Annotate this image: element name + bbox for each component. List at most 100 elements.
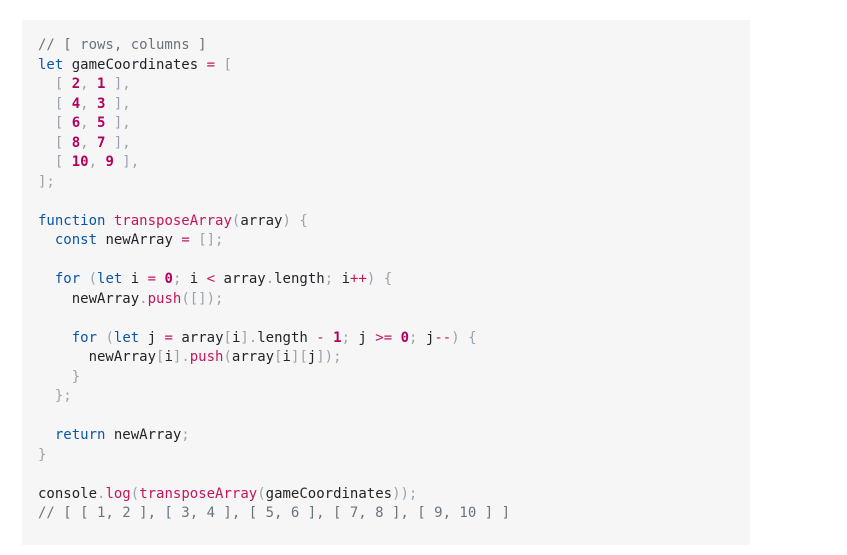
code-line: [ 6, 5 ], (38, 114, 750, 134)
code-line: function transposeArray(array) { (38, 212, 750, 232)
code-number: 0 (164, 271, 173, 287)
code-punctuation: [ (156, 349, 165, 365)
code-text (38, 271, 55, 287)
code-punctuation: . (139, 290, 148, 307)
code-punctuation: ; (172, 271, 182, 287)
code-punctuation: [ (274, 349, 283, 365)
code-keyword: let (113, 329, 140, 346)
code-text (38, 388, 55, 404)
code-punctuation: [ (54, 95, 72, 112)
code-keyword: return (54, 427, 106, 443)
code-number: 8 (71, 134, 81, 151)
code-punctuation: ) (366, 271, 376, 287)
code-text: console (38, 485, 98, 502)
code-text (38, 76, 55, 92)
code-text: j (417, 329, 435, 346)
code-number: 1 (97, 76, 106, 92)
code-text: i (164, 349, 173, 365)
code-number: 0 (400, 329, 410, 346)
code-function-name: push (147, 290, 182, 307)
code-line: const newArray = []; (38, 231, 750, 251)
code-line: // [ [ 1, 2 ], [ 3, 4 ], [ 5, 6 ], [ 7, … (38, 504, 750, 524)
code-line: [ 10, 9 ], (38, 153, 750, 173)
code-text: length (257, 329, 317, 346)
code-punctuation: ( (105, 329, 114, 346)
code-number: 4 (71, 95, 81, 112)
code-text (38, 154, 55, 170)
code-text (156, 271, 164, 287)
code-punctuation: { (383, 271, 393, 287)
code-punctuation: []; (198, 232, 224, 248)
code-punctuation: ; (324, 271, 334, 287)
code-line: }; (38, 387, 750, 407)
code-comment: // [ rows, columns ] (38, 37, 207, 53)
code-line (38, 251, 750, 271)
code-punctuation: ], (105, 95, 131, 112)
code-punctuation: ][ (290, 349, 308, 365)
code-operator: = (206, 56, 216, 73)
code-punctuation: ], (105, 134, 131, 151)
code-punctuation: [ (54, 76, 72, 92)
code-punctuation: ( (257, 485, 266, 502)
code-punctuation: , (88, 154, 106, 170)
code-text: gameCoordinates (63, 56, 207, 73)
code-text (325, 330, 333, 346)
code-text: i (122, 271, 148, 287)
code-punctuation: ], (113, 154, 140, 170)
code-block: // [ rows, columns ]let gameCoordinates … (22, 20, 750, 545)
code-text: array (240, 212, 283, 229)
code-line: } (38, 446, 750, 466)
code-text: i (333, 271, 350, 287)
code-comment: // [ [ 1, 2 ], [ 3, 4 ], [ 5, 6 ], [ 7, … (38, 505, 511, 521)
code-operator: = (181, 232, 190, 248)
code-line: } (38, 368, 750, 388)
code-operator: = (147, 271, 157, 287)
code-text: array (231, 349, 275, 365)
code-line (38, 465, 750, 485)
code-line: newArray[i].push(array[i][j]); (38, 348, 750, 368)
code-text (38, 427, 55, 443)
code-line: console.log(transposeArray(gameCoordinat… (38, 485, 750, 505)
code-punctuation: { (299, 212, 308, 229)
code-text (190, 232, 198, 248)
code-number: 1 (333, 329, 342, 346)
code-punctuation: ) (451, 329, 460, 346)
code-keyword: const (54, 232, 98, 248)
code-text (80, 271, 88, 287)
code-function-name: log (105, 485, 131, 502)
code-line: ]; (38, 173, 750, 193)
code-number: 5 (97, 115, 106, 131)
code-keyword: let (38, 56, 64, 73)
code-text (392, 330, 400, 346)
code-text (105, 213, 113, 229)
code-line: for (let j = array[i].length - 1; j >= 0… (38, 329, 750, 349)
code-text: newArray (105, 427, 182, 443)
code-text (38, 135, 55, 151)
code-text: gameCoordinates (265, 485, 393, 502)
code-punctuation: { (468, 329, 477, 346)
code-punctuation: ]. (240, 329, 258, 346)
code-text (38, 115, 55, 131)
code-operator: -- (434, 329, 452, 346)
code-text: length (274, 271, 325, 287)
code-punctuation: , (80, 115, 98, 131)
code-text: j (307, 349, 317, 365)
code-text: i (282, 349, 291, 365)
code-operator: < (206, 271, 216, 287)
code-line: // [ rows, columns ] (38, 36, 750, 56)
code-punctuation: , (80, 95, 98, 112)
code-punctuation: ( (231, 212, 241, 229)
code-line: for (let i = 0; i < array.length; i++) { (38, 270, 750, 290)
code-punctuation: [ (54, 154, 72, 170)
code-line: [ 4, 3 ], (38, 95, 750, 115)
code-text (460, 330, 468, 346)
code-text: array (215, 271, 266, 287)
code-punctuation: ]. (172, 349, 190, 365)
code-text: i (181, 271, 207, 287)
code-punctuation: . (265, 271, 275, 287)
code-punctuation: ( (130, 485, 140, 502)
code-text: j (350, 329, 376, 346)
code-punctuation: ], (105, 115, 131, 131)
code-punctuation: [ (223, 329, 232, 346)
code-text (375, 271, 383, 287)
